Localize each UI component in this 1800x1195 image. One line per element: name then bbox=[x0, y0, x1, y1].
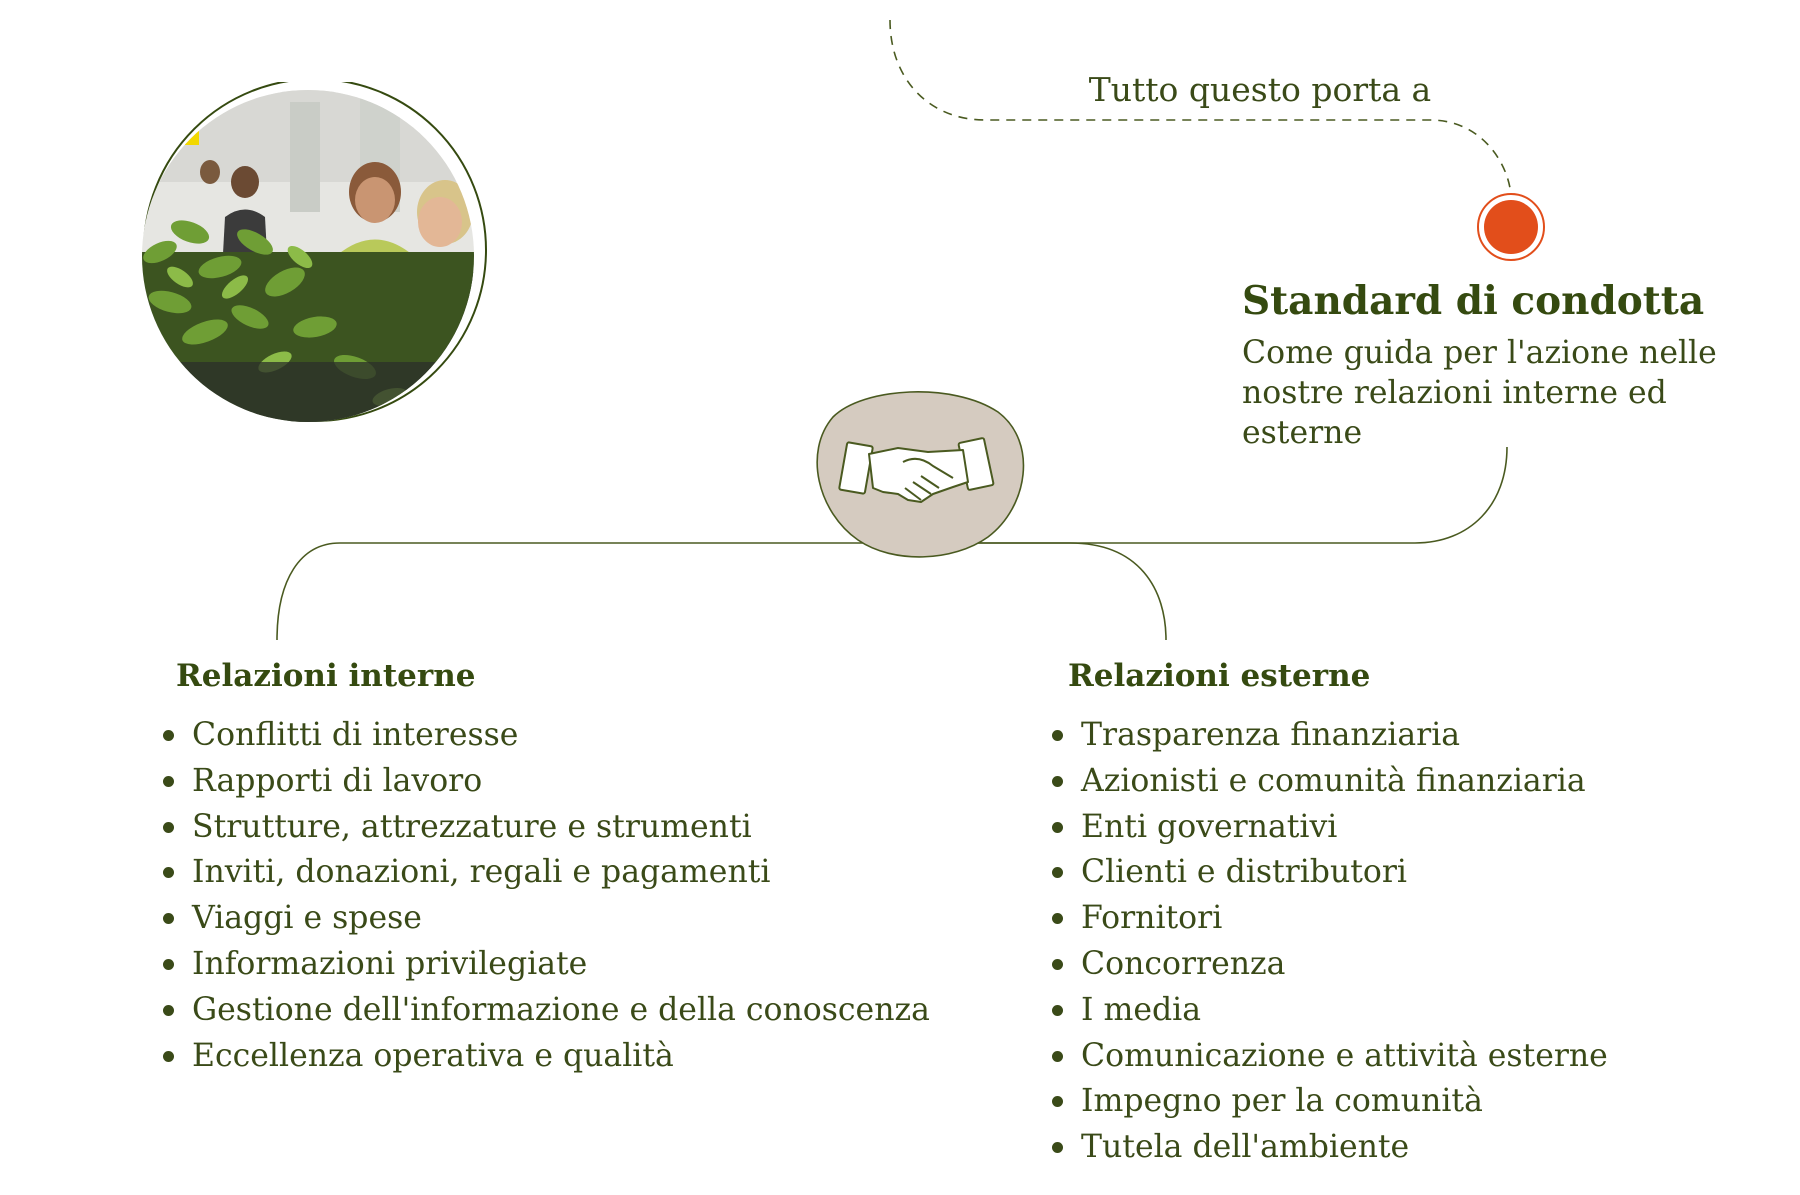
list-item-label: Comunicazione e attività esterne bbox=[1081, 1037, 1608, 1074]
list-item: Conflitti di interesse bbox=[160, 714, 930, 760]
list-item-label: Concorrenza bbox=[1081, 945, 1286, 982]
list-item-label: Azionisti e comunità finanziaria bbox=[1081, 762, 1586, 799]
list-item: Inviti, donazioni, regali e pagamenti bbox=[160, 851, 930, 897]
list-item: Comunicazione e attività esterne bbox=[1049, 1035, 1608, 1081]
list-item: Trasparenza finanziaria bbox=[1049, 714, 1608, 760]
list-item-label: Trasparenza finanziaria bbox=[1081, 717, 1461, 753]
bullet-dot bbox=[163, 730, 174, 741]
bullet-dot bbox=[1052, 1096, 1063, 1108]
bullet-dot bbox=[163, 958, 174, 970]
bullet-dot bbox=[1052, 913, 1063, 925]
list-item: I media bbox=[1049, 989, 1608, 1035]
list-item-label: Enti governativi bbox=[1081, 808, 1338, 845]
hub-to-internal-connector bbox=[276, 542, 880, 641]
internal-relations-title: Relazioni interne bbox=[176, 658, 476, 694]
list-item-label: Informazioni privilegiate bbox=[192, 945, 588, 982]
bullet-dot bbox=[163, 775, 174, 787]
list-item-label: Rapporti di lavoro bbox=[192, 762, 483, 799]
list-item-label: Tutela dell'ambiente bbox=[1081, 1129, 1410, 1166]
bullet-dot bbox=[1052, 775, 1063, 787]
external-relations-title: Relazioni esterne bbox=[1068, 658, 1371, 694]
list-item-label: Eccellenza operativa e qualità bbox=[192, 1037, 674, 1074]
internal-relations-list: Conflitti di interesse Rapporti di lavor… bbox=[160, 714, 930, 1080]
intro-label: Tutto questo porta a bbox=[1088, 70, 1432, 109]
bullet-dot bbox=[163, 1050, 174, 1062]
list-item: Concorrenza bbox=[1049, 943, 1608, 989]
bullet-dot bbox=[163, 867, 174, 879]
list-item: Eccellenza operativa e qualità bbox=[160, 1035, 930, 1081]
bullet-dot bbox=[163, 913, 174, 925]
main-to-hub-connector bbox=[960, 446, 1508, 544]
list-item-label: Conflitti di interesse bbox=[192, 717, 519, 753]
workers-photo bbox=[142, 82, 487, 422]
list-item: Strutture, attrezzature e strumenti bbox=[160, 806, 930, 852]
list-item: Azionisti e comunità finanziaria bbox=[1049, 760, 1608, 806]
bullet-dot bbox=[1052, 1004, 1063, 1016]
dashed-flow-path bbox=[889, 19, 1511, 189]
list-item: Clienti e distributori bbox=[1049, 851, 1608, 897]
list-item-label: Clienti e distributori bbox=[1081, 854, 1407, 891]
bullet-dot bbox=[1052, 867, 1063, 879]
bullet-dot bbox=[1052, 821, 1063, 833]
bullet-dot bbox=[163, 1004, 174, 1016]
bullet-dot bbox=[1052, 1050, 1063, 1062]
handshake-icon bbox=[838, 437, 995, 503]
main-description: Come guida per l'azione nelle nostre rel… bbox=[1242, 335, 1717, 451]
bullet-dot bbox=[1052, 1142, 1063, 1154]
bullet-dot bbox=[1052, 730, 1063, 741]
list-item: Impegno per la comunità bbox=[1049, 1080, 1608, 1126]
main-node-marker bbox=[1477, 193, 1545, 261]
list-item: Gestione dell'informazione e della conos… bbox=[160, 989, 930, 1035]
list-item: Rapporti di lavoro bbox=[160, 760, 930, 806]
external-relations-list: Trasparenza finanziaria Azionisti e comu… bbox=[1049, 714, 1608, 1172]
list-item: Viaggi e spese bbox=[160, 897, 930, 943]
bullet-dot bbox=[1052, 958, 1063, 970]
main-title: Standard di condotta bbox=[1242, 278, 1705, 324]
list-item-label: Gestione dell'informazione e della conos… bbox=[192, 991, 930, 1028]
list-item-label: Inviti, donazioni, regali e pagamenti bbox=[192, 854, 771, 891]
list-item: Fornitori bbox=[1049, 897, 1608, 943]
hub-node bbox=[816, 391, 1025, 558]
bullet-dot bbox=[163, 821, 174, 833]
list-item-label: Impegno per la comunità bbox=[1081, 1083, 1483, 1120]
list-item: Enti governativi bbox=[1049, 806, 1608, 852]
hub-to-external-connector bbox=[960, 542, 1167, 641]
list-item-label: Fornitori bbox=[1081, 900, 1223, 937]
list-item-label: Strutture, attrezzature e strumenti bbox=[192, 808, 752, 845]
list-item-label: I media bbox=[1081, 991, 1201, 1028]
list-item-label: Viaggi e spese bbox=[192, 900, 422, 937]
list-item: Informazioni privilegiate bbox=[160, 943, 930, 989]
list-item: Tutela dell'ambiente bbox=[1049, 1126, 1608, 1172]
